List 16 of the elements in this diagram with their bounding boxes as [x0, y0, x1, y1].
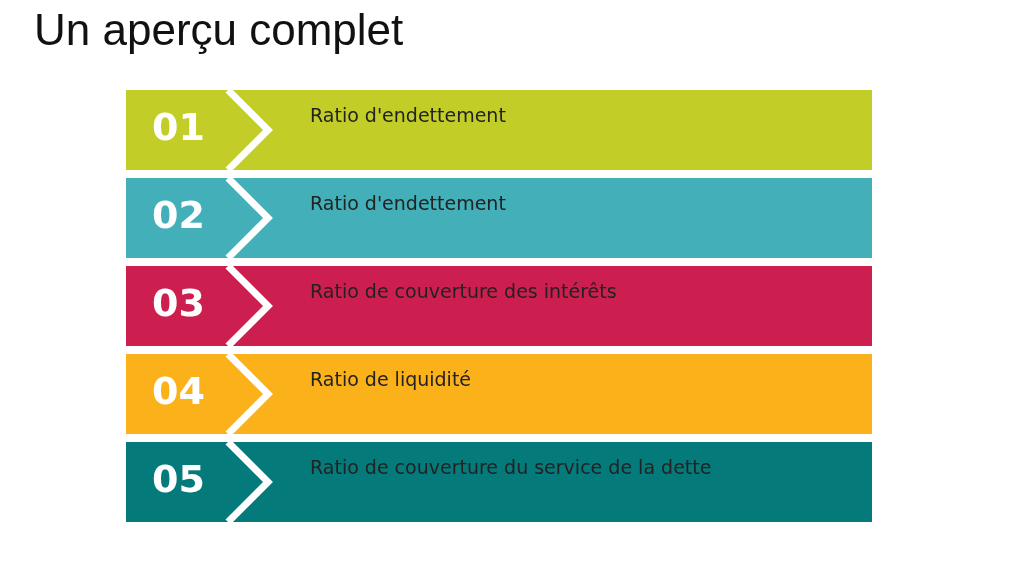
- band-label: Ratio d'endettement: [310, 192, 506, 215]
- step-number: 03: [152, 281, 205, 327]
- band-label: Ratio d'endettement: [310, 104, 506, 127]
- step-number: 01: [152, 105, 205, 151]
- band-label: Ratio de couverture du service de la dette: [310, 456, 712, 479]
- list-band: [126, 178, 872, 258]
- list-band: [126, 90, 872, 170]
- list-band: [126, 266, 872, 346]
- step-number: 02: [152, 193, 205, 239]
- step-number: 05: [152, 457, 205, 503]
- list-band: [126, 442, 872, 522]
- step-number: 04: [152, 369, 205, 415]
- band-label: Ratio de couverture des intérêts: [310, 280, 617, 303]
- band-label: Ratio de liquidité: [310, 368, 472, 391]
- slide-title: Un aperçu complet: [34, 4, 404, 56]
- list-band: [126, 354, 872, 434]
